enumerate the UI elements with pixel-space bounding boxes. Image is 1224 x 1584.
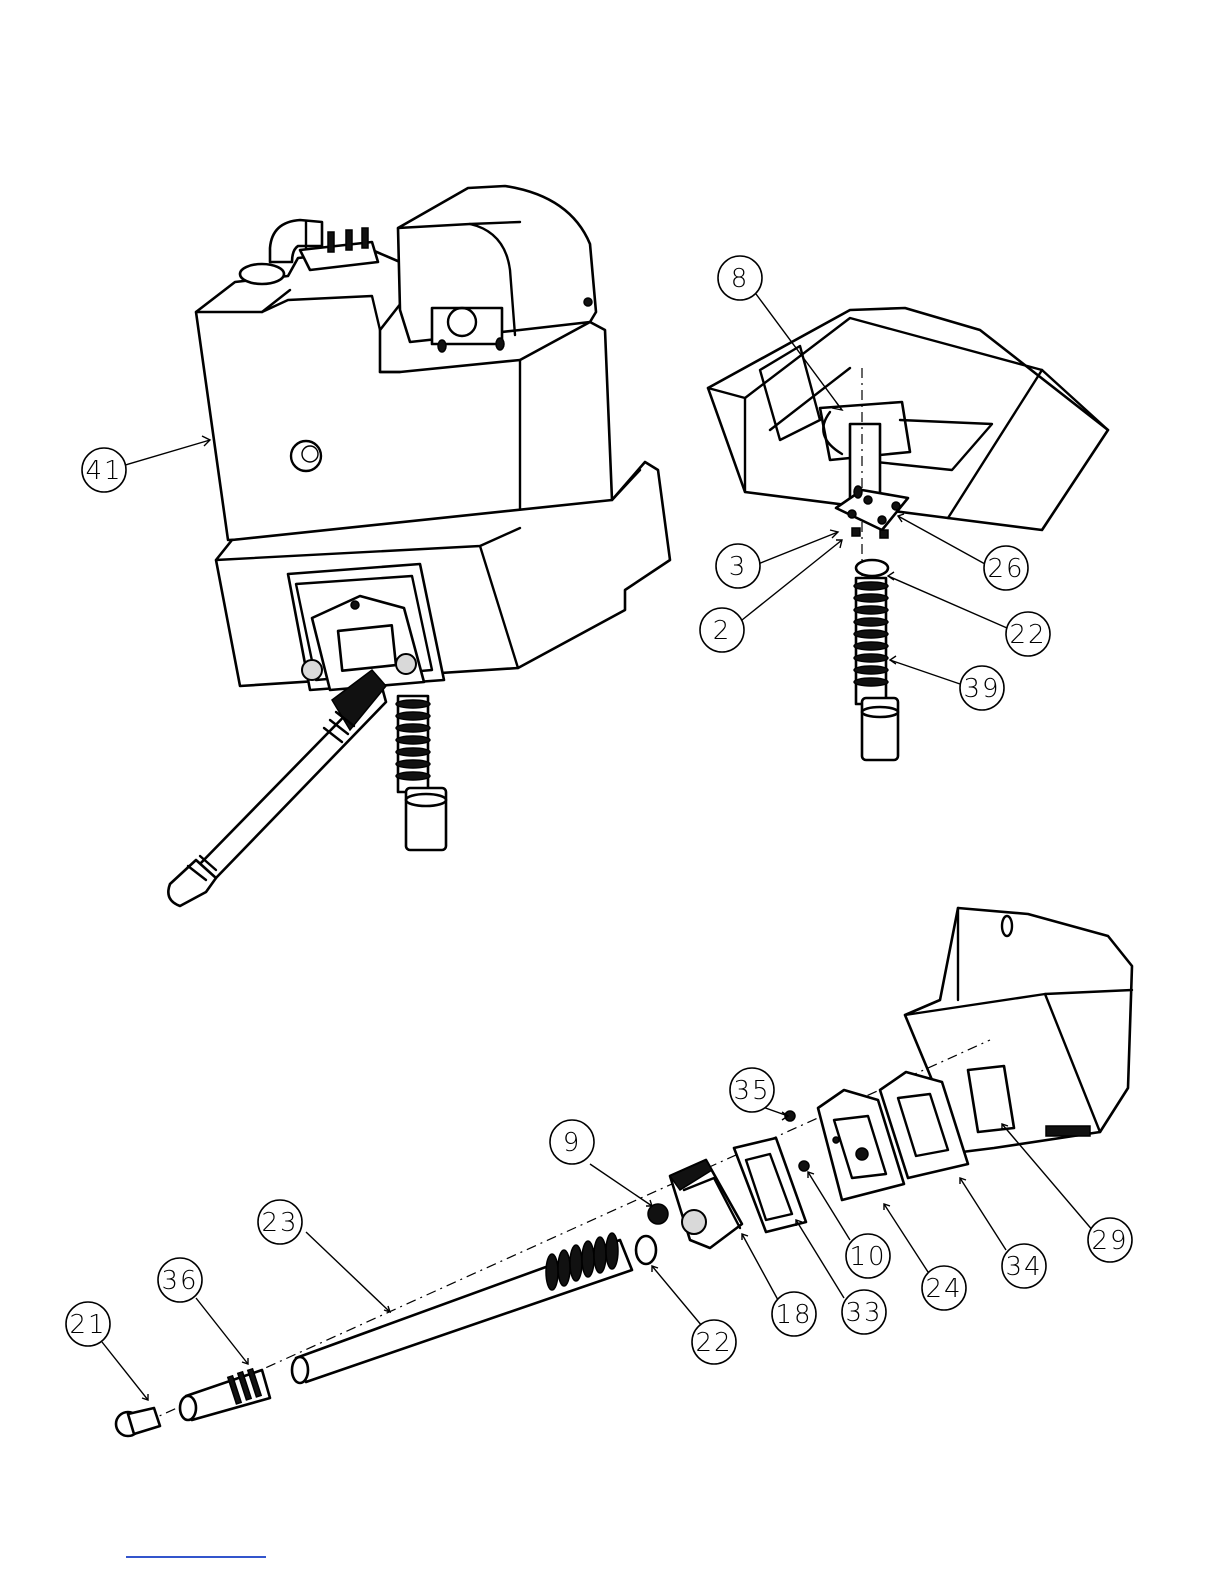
corrugated-hose [854, 578, 898, 760]
callout-36: 36 [158, 1258, 202, 1302]
callout-26: 26 [984, 546, 1028, 590]
svg-text:36: 36 [161, 1266, 198, 1296]
callout-2: 2 [700, 608, 744, 652]
svg-text:22: 22 [1009, 620, 1046, 650]
main-unit-assembly [168, 186, 670, 906]
svg-text:10: 10 [849, 1242, 886, 1272]
svg-text:41: 41 [85, 456, 122, 486]
footer-rule [126, 1556, 266, 1558]
svg-text:22: 22 [695, 1328, 732, 1358]
svg-text:34: 34 [1005, 1252, 1042, 1282]
callout-9: 9 [550, 1120, 594, 1164]
callout-18: 18 [772, 1292, 816, 1336]
callout-3: 3 [716, 544, 760, 588]
callout-29: 29 [1088, 1218, 1132, 1262]
callout-10: 10 [846, 1234, 890, 1278]
svg-text:23: 23 [261, 1208, 298, 1238]
filler-cap [240, 264, 284, 284]
callout-21: 21 [66, 1302, 110, 1346]
svg-text:35: 35 [733, 1076, 770, 1106]
svg-text:9: 9 [563, 1128, 582, 1158]
svg-text:8: 8 [731, 264, 750, 294]
callout-8: 8 [718, 256, 762, 300]
callout-24: 24 [922, 1266, 966, 1310]
callout-35: 35 [730, 1068, 774, 1112]
clamp-22 [636, 1236, 656, 1264]
svg-text:26: 26 [987, 554, 1024, 584]
svg-text:29: 29 [1091, 1226, 1128, 1256]
callout-39: 39 [960, 666, 1004, 710]
outlet-exploded-view [116, 908, 1132, 1436]
svg-text:2: 2 [713, 616, 732, 646]
callout-23: 23 [258, 1200, 302, 1244]
svg-text:24: 24 [925, 1274, 962, 1304]
corrugated-hose [396, 696, 446, 850]
svg-text:33: 33 [845, 1298, 882, 1328]
callout-41: 41 [82, 448, 126, 492]
svg-text:39: 39 [963, 674, 1000, 704]
hose-clamp [856, 560, 888, 576]
svg-text:21: 21 [69, 1310, 106, 1340]
callout-34: 34 [1002, 1244, 1046, 1288]
svg-text:18: 18 [775, 1300, 812, 1330]
nut-9 [648, 1204, 668, 1224]
callout-22-bottom: 22 [692, 1320, 736, 1364]
svg-text:3: 3 [729, 552, 748, 582]
callout-22-top: 22 [1006, 612, 1050, 656]
underside-detail [708, 308, 1108, 760]
callout-33: 33 [842, 1290, 886, 1334]
